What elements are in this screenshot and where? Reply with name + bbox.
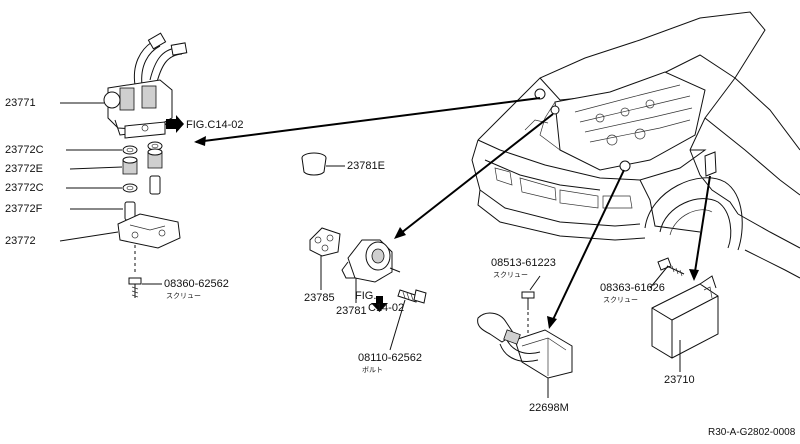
label-22698m: 22698M [529,402,569,414]
vehicle-illustration [471,11,800,279]
label-23772e: 23772E [5,163,43,175]
label-08360-62562: 08360-62562 [164,278,229,290]
part-23785-gasket-illustration [309,227,341,257]
part-23771-illustration [103,32,188,139]
label-23772c-lower: 23772C [5,182,44,194]
label-23781e: 23781E [347,160,385,172]
label-08363-61626: 08363-61626 [600,282,665,294]
leader-lines [59,102,681,398]
label-23772c-upper: 23772C [5,144,44,156]
label-08513-61223: 08513-61223 [491,257,556,269]
fig-ref-lower-line2: C14-02 [368,302,405,314]
part-23710-ecu-illustration [651,257,719,359]
label-23710: 23710 [664,374,695,386]
diagram-code: R30-A-G2802-0008 [708,427,796,438]
figure-reference-markers [166,115,388,312]
part-22698m-illustration [477,291,573,379]
label-08110-note: ボルト [362,366,383,374]
label-23781: 23781 [336,305,367,317]
label-23785: 23785 [304,292,335,304]
part-23781e-illustration [301,152,327,176]
label-23772f: 23772F [5,203,43,215]
fig-ref-upper: FIG.C14-02 [186,119,244,131]
mount-hardware-illustration [117,141,181,298]
label-23772: 23772 [5,235,36,247]
label-08110-62562: 08110-62562 [358,352,423,364]
label-08363-note: スクリュー [603,296,638,304]
locator-arrows [194,97,711,329]
label-08513-note: スクリュー [493,271,528,279]
part-23781-valve-illustration [341,239,427,304]
label-08360-note: スクリュー [166,292,201,300]
fig-ref-lower-line1: FIG. [355,290,377,302]
label-23771: 23771 [5,97,36,109]
